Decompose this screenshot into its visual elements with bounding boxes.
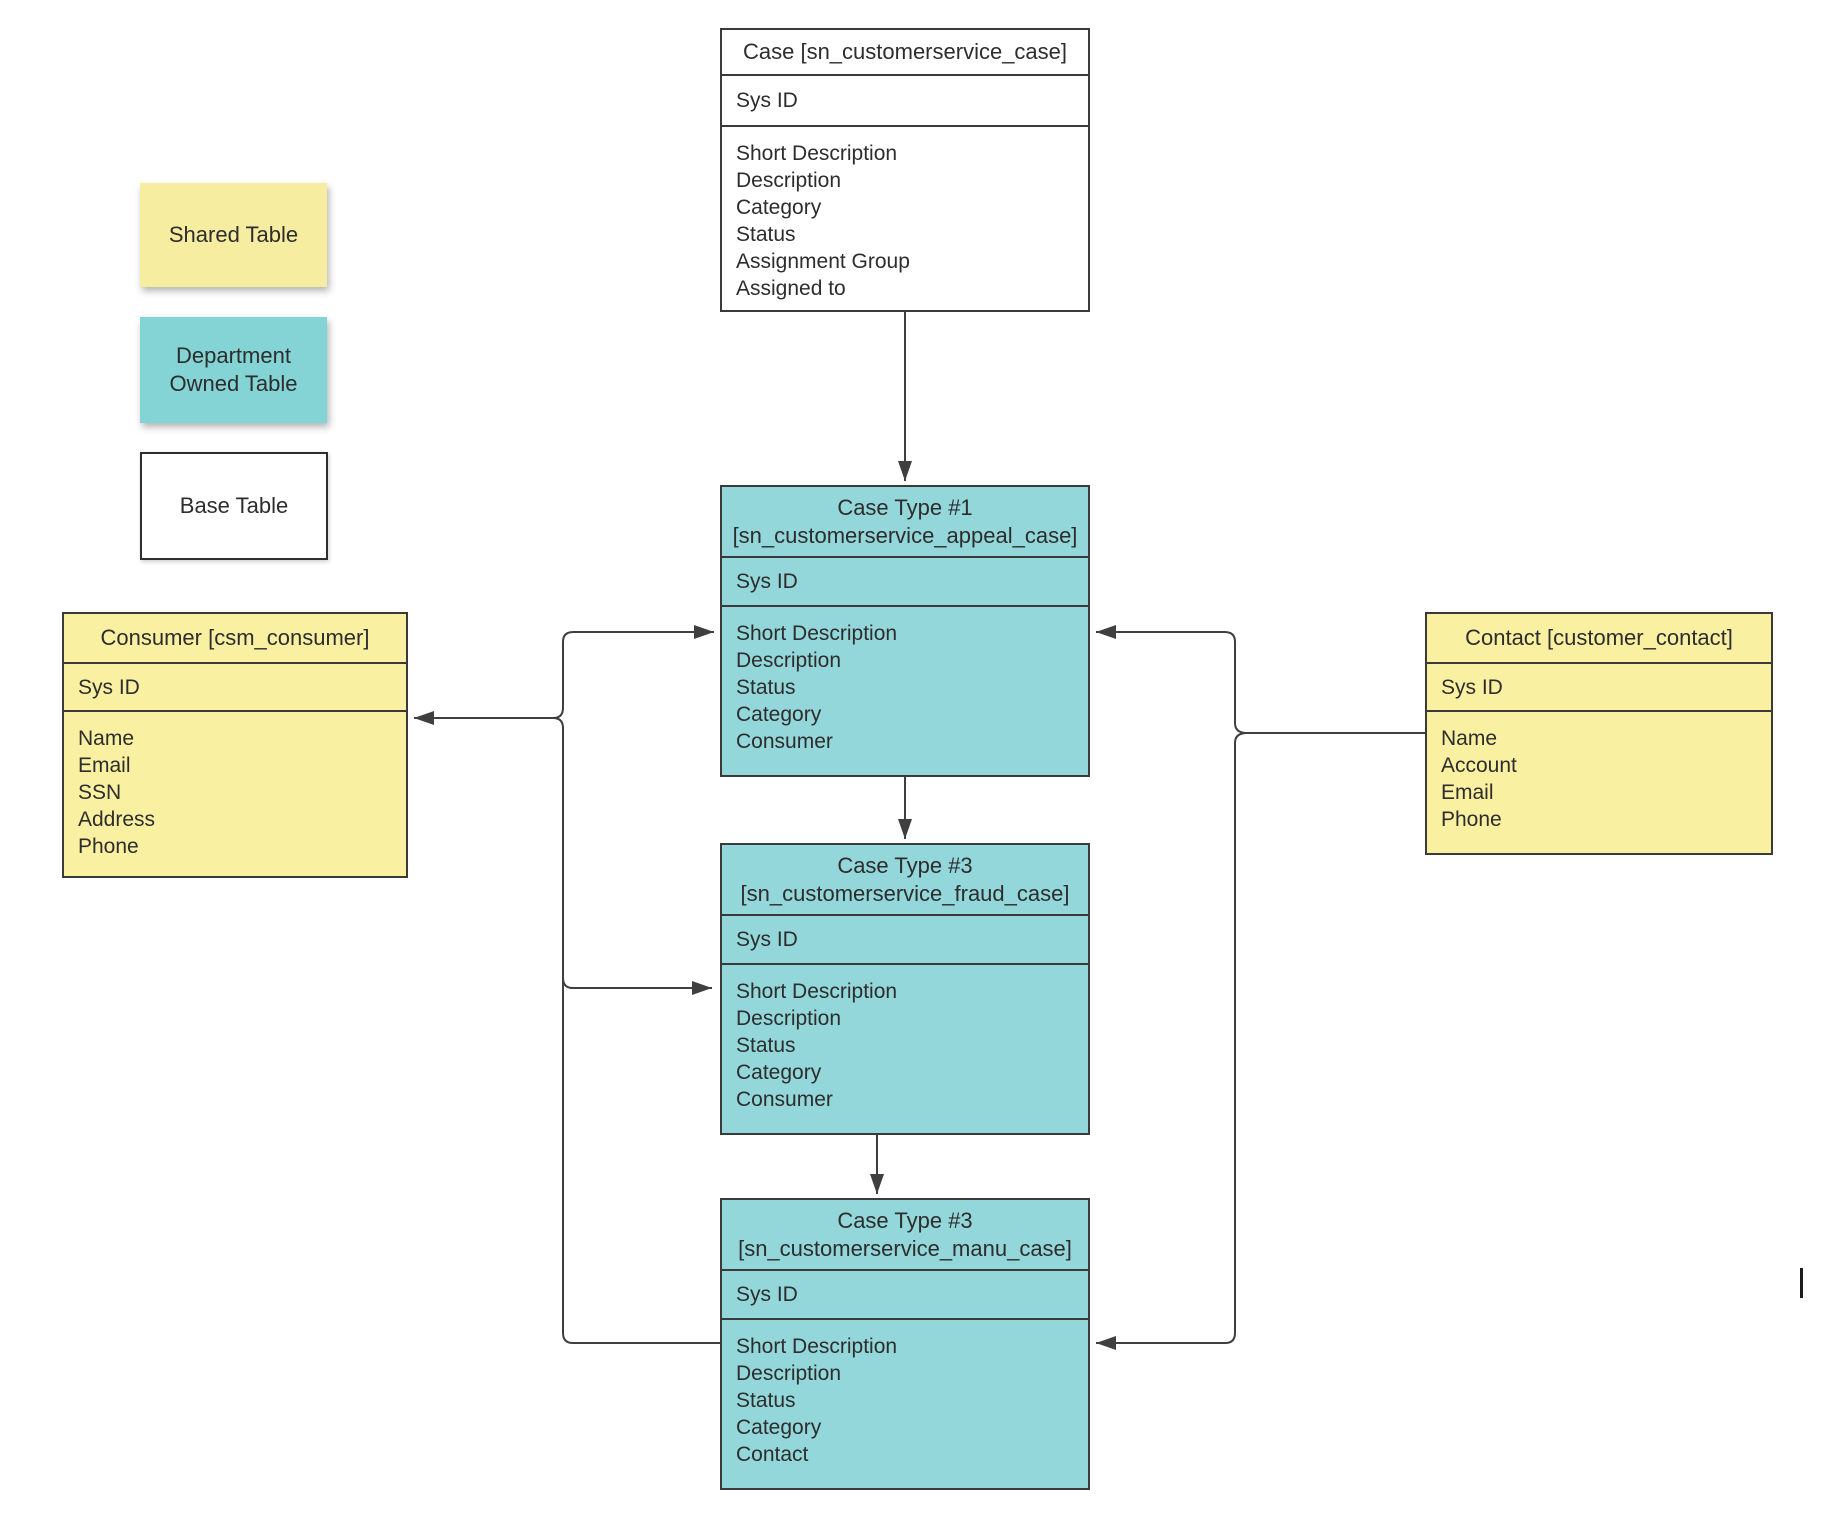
field: Category [736,196,822,219]
table-manu-case-key: Sys ID [722,1271,1088,1320]
legend-department-owned-table[interactable]: Department Owned Table [140,317,327,423]
table-case-fields: Short Description Description Category S… [722,127,1088,302]
field: Description [736,1362,842,1385]
field: Name [78,727,135,750]
table-manu-case-fields: Short Description Description Status Cat… [722,1320,1088,1468]
field: Consumer [736,1088,833,1111]
field: Email [1441,781,1494,804]
text-cursor-artifact [1800,1268,1803,1298]
legend-shared-table[interactable]: Shared Table [140,183,327,287]
field: Account [1441,754,1517,777]
field: Phone [78,835,139,858]
table-fraud-case-title: Case Type #3 [sn_customerservice_fraud_c… [722,845,1088,916]
legend-base-table-label: Base Table [179,493,289,518]
field: Description [736,649,842,672]
field: Address [78,808,156,831]
field: Assigned to [736,277,846,300]
field: Description [736,1007,842,1030]
field: Contact [736,1443,809,1466]
table-case-title: Case [sn_customerservice_case] [722,30,1088,76]
connector-left-to-fraud [562,977,712,995]
table-consumer[interactable]: Consumer [csm_consumer] Sys ID Name Emai… [62,612,408,878]
field: SSN [78,781,122,804]
field: Category [736,703,822,726]
table-appeal-case-key: Sys ID [722,558,1088,607]
field: Consumer [736,730,833,753]
field: Email [78,754,131,777]
table-contact[interactable]: Contact [customer_contact] Sys ID Name A… [1425,612,1773,855]
field: Status [736,1034,796,1057]
field: Category [736,1061,822,1084]
field: Status [736,223,796,246]
field: Short Description [736,142,898,165]
table-contact-title: Contact [customer_contact] [1427,614,1771,664]
table-contact-fields: Name Account Email Phone [1427,712,1771,833]
table-consumer-title: Consumer [csm_consumer] [64,614,406,664]
field: Short Description [736,622,898,645]
field: Short Description [736,1335,898,1358]
table-contact-key: Sys ID [1427,664,1771,712]
legend-department-owned-table-label: Department Owned Table [169,343,298,396]
connector-left-trunk-to-manu [552,717,720,1344]
field: Name [1441,727,1498,750]
table-case[interactable]: Case [sn_customerservice_case] Sys ID Sh… [720,28,1090,312]
table-appeal-case[interactable]: Case Type #1 [sn_customerservice_appeal_… [720,485,1090,777]
legend-shared-table-label: Shared Table [168,222,299,247]
field: Description [736,169,842,192]
table-fraud-case-key: Sys ID [722,916,1088,965]
legend-base-table[interactable]: Base Table [140,452,328,560]
connector-right-trunk-to-manu [1096,732,1248,1350]
table-consumer-key: Sys ID [64,664,406,712]
table-fraud-case[interactable]: Case Type #3 [sn_customerservice_fraud_c… [720,843,1090,1135]
field: Phone [1441,808,1502,831]
table-manu-case[interactable]: Case Type #3 [sn_customerservice_manu_ca… [720,1198,1090,1490]
field: Status [736,676,796,699]
table-appeal-case-title: Case Type #1 [sn_customerservice_appeal_… [722,487,1088,558]
field: Assignment Group [736,250,910,273]
table-appeal-case-fields: Short Description Description Status Cat… [722,607,1088,755]
connector-left-trunk-to-appeal [552,625,714,719]
table-fraud-case-fields: Short Description Description Status Cat… [722,965,1088,1113]
table-manu-case-title: Case Type #3 [sn_customerservice_manu_ca… [722,1200,1088,1271]
field: Category [736,1416,822,1439]
field: Short Description [736,980,898,1003]
table-consumer-fields: Name Email SSN Address Phone [64,712,406,860]
field: Status [736,1389,796,1412]
table-case-key: Sys ID [722,76,1088,127]
connector-right-trunk-to-appeal [1096,625,1248,734]
